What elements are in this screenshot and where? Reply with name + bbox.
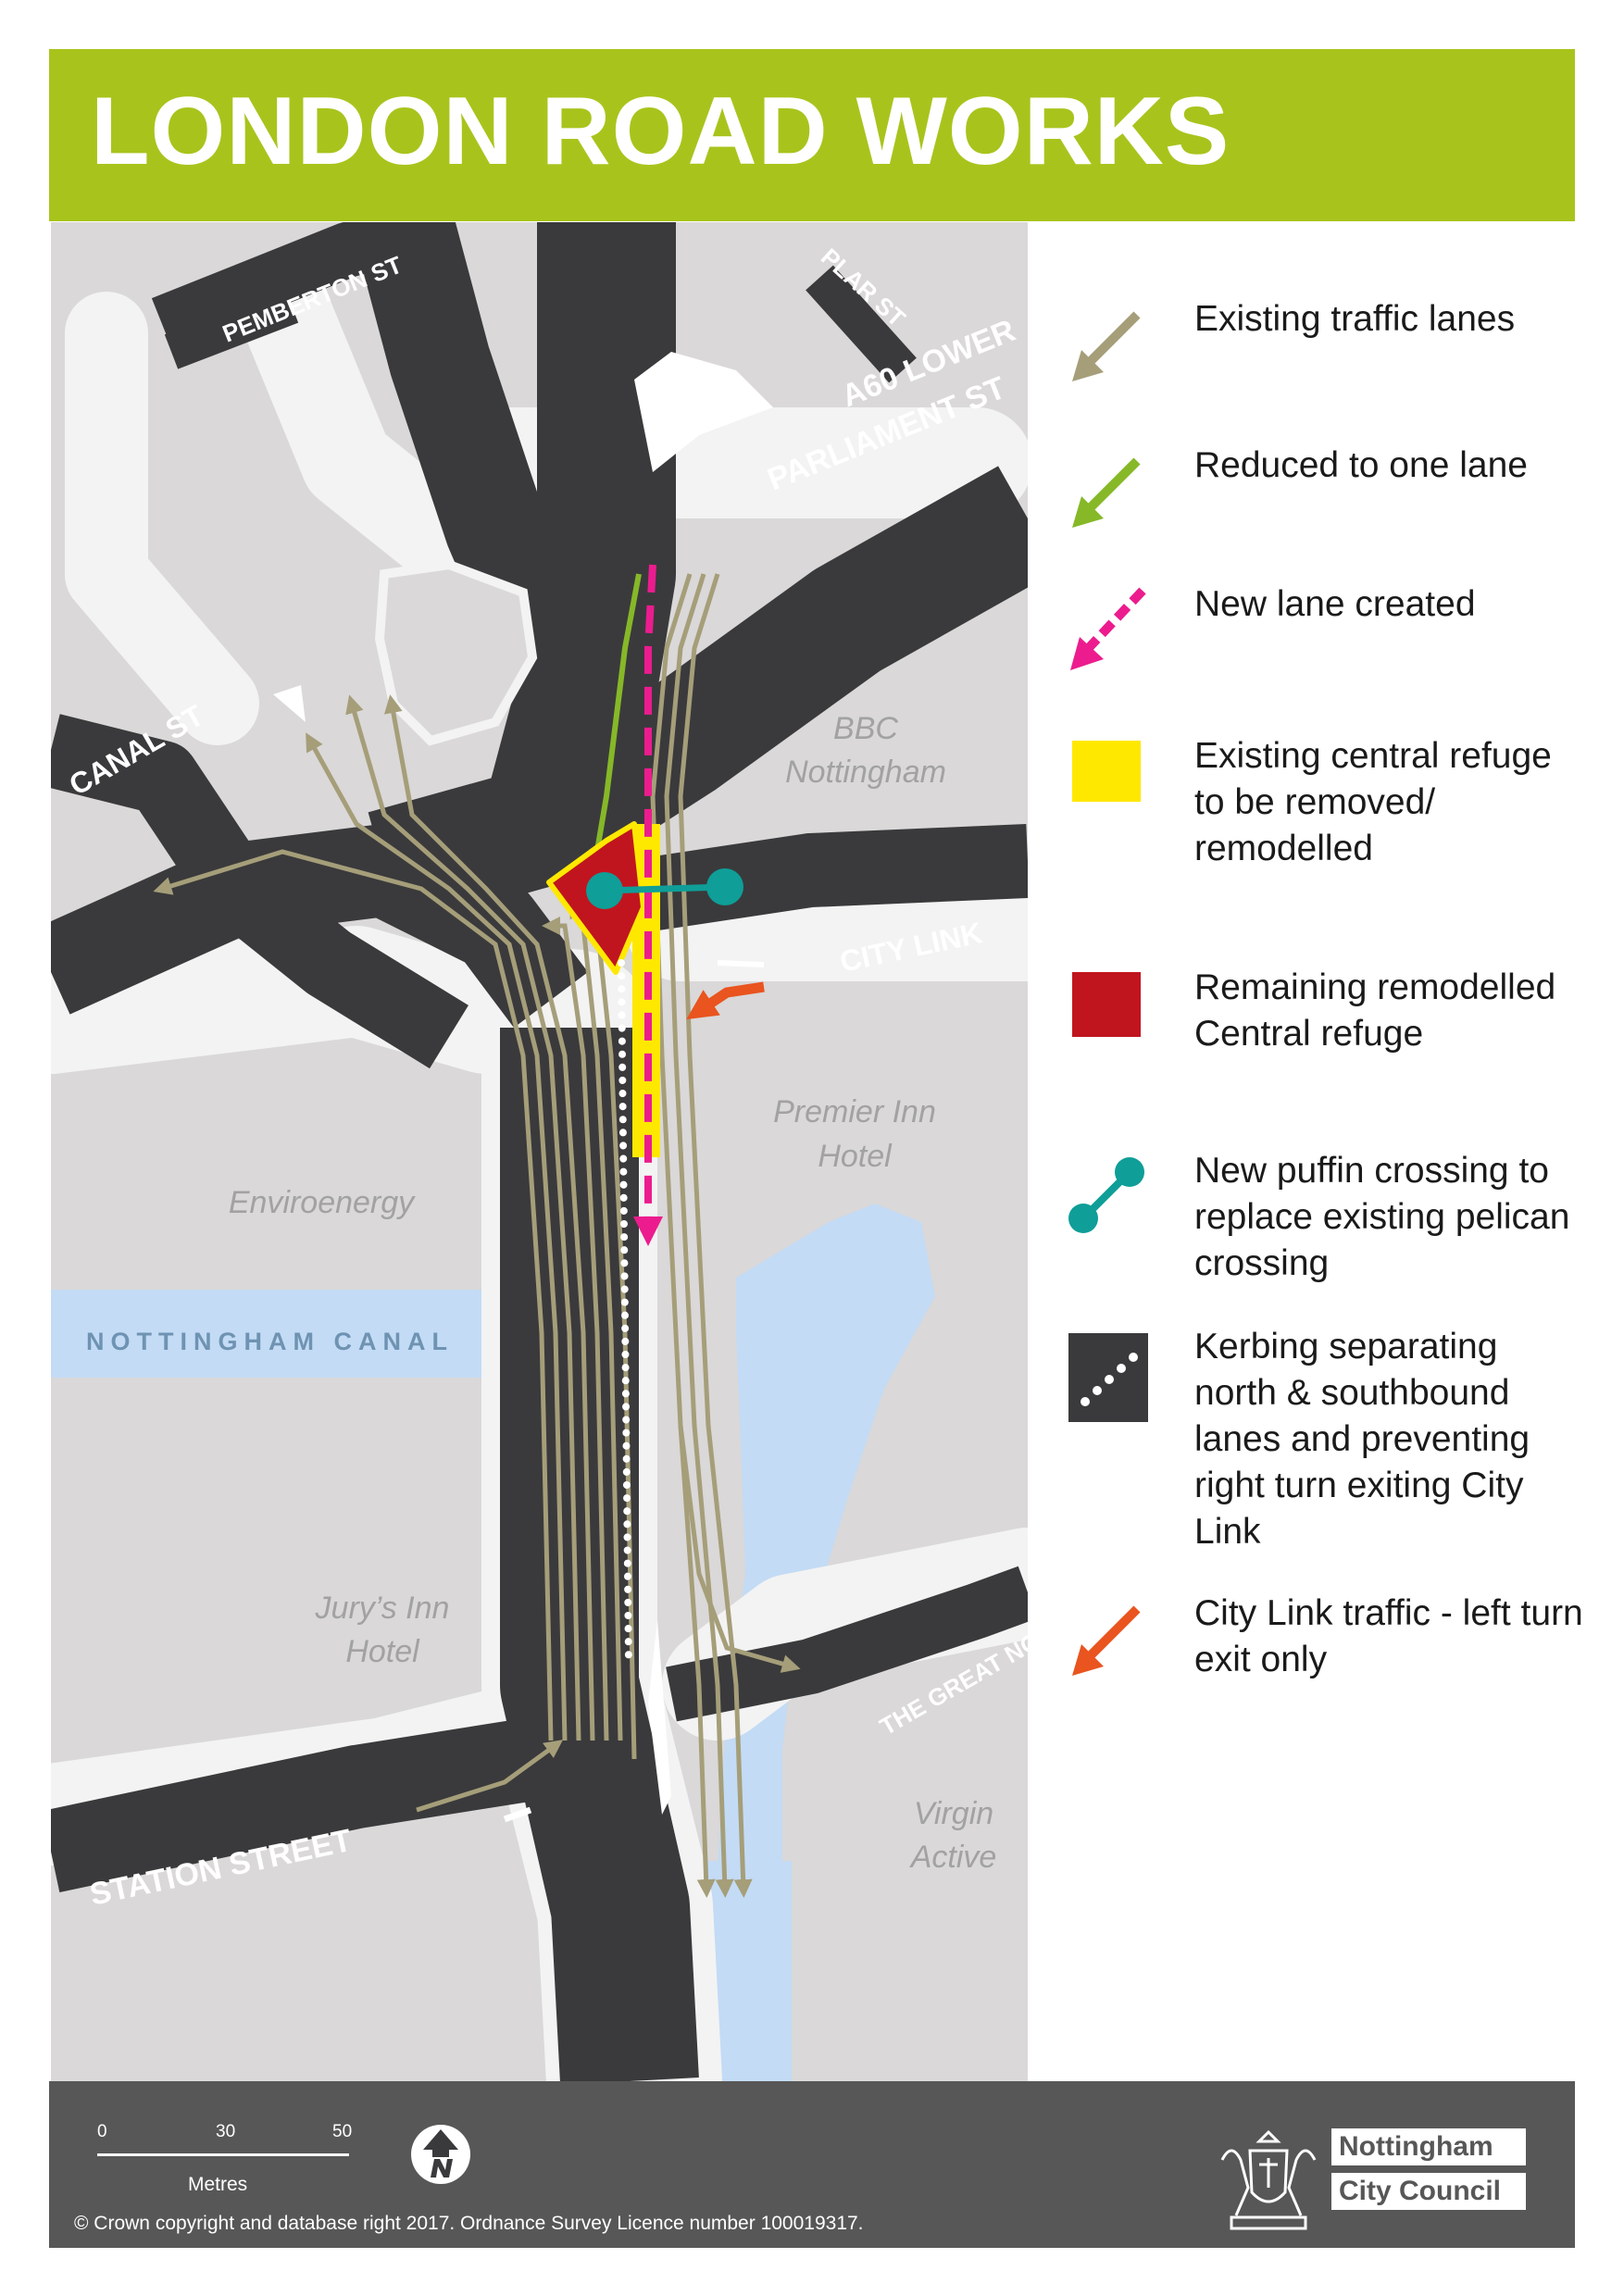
place-label-premier-1: Premier Inn bbox=[773, 1094, 936, 1129]
scale-tick-0: 0 bbox=[97, 2122, 107, 2141]
islands bbox=[273, 352, 773, 1815]
reduced-lane-arrow bbox=[581, 573, 642, 900]
scale-tick-50: 50 bbox=[332, 2122, 353, 2141]
give-way-marking bbox=[717, 960, 765, 967]
dotted-kerb-icon bbox=[1068, 1333, 1148, 1422]
red-square-icon bbox=[1072, 972, 1141, 1037]
title-bar: LONDON ROAD WORKS bbox=[49, 49, 1575, 221]
page-title: LONDON ROAD WORKS bbox=[91, 78, 1230, 185]
place-label-bbc-1: BBC bbox=[833, 711, 898, 746]
legend-label-new-lane: New lane created bbox=[1194, 584, 1476, 624]
scale-bar: 0 30 50 bbox=[97, 2122, 384, 2177]
copyright-notice: © Crown copyright and database right 201… bbox=[74, 2213, 864, 2234]
map[interactable]: PEMBERTON ST PLAR ST A60 LOWER PARLIAMEN… bbox=[51, 222, 1028, 2081]
place-label-virgin-2: Active bbox=[909, 1840, 997, 1875]
puffin-crossing bbox=[586, 868, 743, 909]
logo-line-1: Nottingham bbox=[1331, 2128, 1526, 2165]
north-arrow-icon bbox=[411, 2125, 470, 2184]
place-label-bbc-2: Nottingham bbox=[785, 755, 946, 790]
new-lane-arrow bbox=[633, 564, 663, 1246]
city-link-exit-arrow bbox=[686, 981, 765, 1020]
place-label-premier-2: Hotel bbox=[818, 1139, 893, 1174]
green-arrow-icon bbox=[1072, 457, 1141, 528]
legend-label-city-link-exit: City Link traffic - left turn exit only bbox=[1194, 1593, 1583, 1679]
place-label-virgin-1: Virgin bbox=[914, 1796, 993, 1831]
logo-line-2: City Council bbox=[1331, 2173, 1526, 2210]
station-stop-line bbox=[503, 1806, 532, 1823]
council-logo: Nottingham City Council bbox=[1213, 2123, 1546, 2234]
council-wordmark: Nottingham City Council bbox=[1331, 2128, 1526, 2217]
legend-label-kerbing: Kerbing separating north & southbound la… bbox=[1194, 1327, 1530, 1552]
place-label-jurys-2: Hotel bbox=[345, 1634, 420, 1669]
orange-arrow-icon bbox=[1072, 1605, 1141, 1676]
legend-label-existing-lanes: Existing traffic lanes bbox=[1194, 299, 1516, 339]
kerbing-dots bbox=[618, 959, 632, 1670]
yellow-square-icon bbox=[1072, 741, 1141, 802]
scale-tick-30: 30 bbox=[216, 2122, 236, 2141]
legend-label-yellow-refuge: Existing central refuge to be removed/ r… bbox=[1194, 736, 1552, 868]
place-label-enviroenergy: Enviroenergy bbox=[229, 1185, 416, 1220]
olive-arrow-icon bbox=[1072, 311, 1141, 381]
pink-dashed-arrow-icon bbox=[1070, 587, 1146, 670]
legend-label-puffin-crossing: New puffin crossing to replace existing … bbox=[1194, 1151, 1570, 1283]
footer: 0 30 50 Metres © Crown copyright and dat… bbox=[49, 2081, 1575, 2248]
water-label-canal: NOTTINGHAM CANAL bbox=[86, 1328, 454, 1355]
legend-label-red-refuge: Remaining remodelled Central refuge bbox=[1194, 967, 1556, 1054]
crest-icon bbox=[1220, 2129, 1317, 2230]
legend-label-reduced-lane: Reduced to one lane bbox=[1194, 445, 1528, 485]
place-label-jurys-1: Jury’s Inn bbox=[315, 1591, 450, 1626]
scale-units: Metres bbox=[188, 2174, 248, 2195]
teal-crossing-icon bbox=[1068, 1157, 1144, 1233]
scale-line bbox=[97, 2153, 349, 2156]
